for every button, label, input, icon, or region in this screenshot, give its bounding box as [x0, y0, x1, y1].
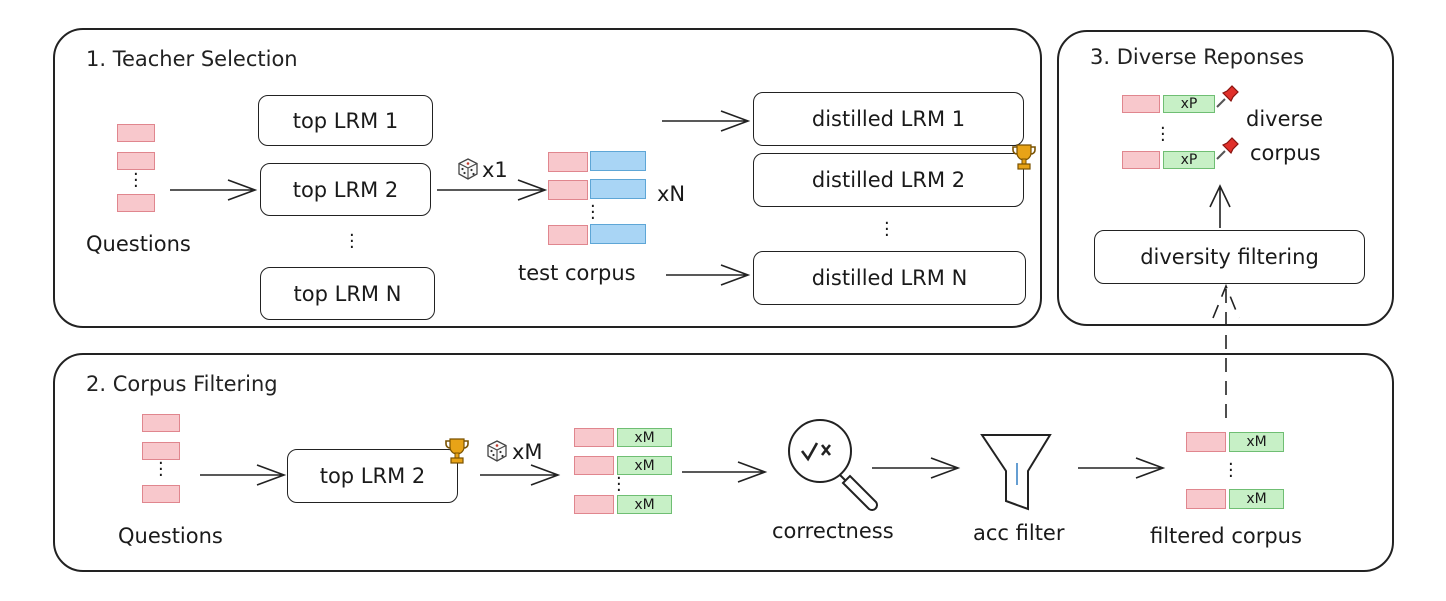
question-block	[574, 495, 614, 514]
question-block	[1186, 432, 1226, 452]
trophy-icon	[1012, 144, 1036, 170]
dice-icon	[487, 440, 507, 462]
vertical-ellipsis: ···	[1228, 454, 1234, 487]
response-block	[590, 179, 646, 199]
dice-icon	[458, 158, 478, 180]
question-block	[117, 194, 155, 212]
questions-label: Questions	[118, 524, 223, 548]
question-block	[117, 152, 155, 170]
question-block	[1186, 489, 1226, 509]
arrow-questions-to-lrm2	[170, 179, 258, 201]
question-block	[548, 180, 588, 200]
sample-multiplier-label: x1	[482, 158, 508, 182]
filtered-corpus-label: filtered corpus	[1150, 524, 1302, 548]
acc-filter-label: acc filter	[973, 521, 1065, 545]
vertical-ellipsis: ···	[884, 213, 890, 246]
vertical-ellipsis: ···	[1160, 118, 1166, 151]
question-block	[117, 124, 155, 142]
pushpin-icon	[1216, 85, 1239, 108]
dashed-arrow-filtered-to-diversity	[1212, 283, 1240, 418]
panel-title-corpus-filtering: 2. Corpus Filtering	[86, 372, 278, 396]
vertical-ellipsis: ···	[349, 225, 355, 258]
distilled-lrm-n-node: distilled LRM N	[753, 251, 1026, 305]
test-corpus-label: test corpus	[518, 261, 636, 285]
vertical-ellipsis: ···	[133, 164, 139, 197]
funnel-icon	[980, 434, 1052, 511]
response-block: xM	[617, 428, 672, 447]
vertical-ellipsis: ···	[616, 468, 622, 501]
arrow-acc-to-filtered	[1078, 457, 1166, 479]
correctness-label: correctness	[772, 519, 894, 543]
response-block: xM	[1229, 432, 1284, 452]
vertical-ellipsis: ···	[158, 453, 164, 486]
trophy-icon	[445, 438, 469, 464]
top-lrm-2-node: top LRM 2	[260, 163, 431, 216]
top-lrm-2-node: top LRM 2	[287, 449, 458, 503]
response-block: xM	[1229, 489, 1284, 509]
arrow-model-to-responses	[480, 464, 561, 486]
response-block: xM	[617, 495, 672, 514]
arrow-to-distilled-1	[662, 110, 751, 132]
top-lrm-n-node: top LRM N	[260, 267, 435, 320]
panel-diverse-responses	[1057, 30, 1394, 326]
question-block	[1122, 151, 1160, 169]
question-block	[548, 225, 588, 245]
response-block: xM	[617, 456, 672, 475]
arrow-correctness-to-acc	[872, 457, 961, 479]
panel-corpus-filtering	[53, 353, 1394, 572]
arrow-responses-to-correctness	[682, 461, 768, 483]
arrow-filter-to-diverse-corpus	[1209, 184, 1231, 228]
response-block	[590, 151, 646, 171]
arrow-lrm2-to-test-corpus	[437, 179, 548, 201]
response-block: xP	[1163, 95, 1215, 113]
corpus-multiplier-label: xN	[657, 182, 686, 206]
distilled-lrm-2-node: distilled LRM 2	[753, 153, 1024, 207]
top-lrm-1-node: top LRM 1	[258, 95, 433, 146]
diverse-corpus-label-line2: corpus	[1250, 141, 1321, 165]
question-block	[1122, 95, 1160, 113]
question-block	[548, 152, 588, 172]
response-block	[590, 224, 646, 244]
arrow-questions-to-model	[200, 464, 287, 486]
vertical-ellipsis: ···	[590, 196, 596, 229]
question-block	[142, 442, 180, 460]
response-block: xP	[1163, 151, 1215, 169]
magnifier-icon	[788, 419, 878, 511]
question-block	[574, 456, 614, 475]
diverse-corpus-label-line1: diverse	[1246, 107, 1324, 131]
question-block	[142, 485, 180, 503]
pushpin-icon	[1216, 137, 1239, 160]
panel-title-diverse-responses: 3. Diverse Reponses	[1090, 45, 1305, 69]
question-block	[142, 414, 180, 432]
question-block	[574, 428, 614, 447]
panel-teacher-selection	[53, 28, 1042, 328]
diversity-filtering-node: diversity filtering	[1094, 230, 1365, 284]
sample-multiplier-label: xM	[512, 440, 543, 464]
arrow-to-distilled-n	[666, 264, 751, 286]
panel-title-teacher-selection: 1. Teacher Selection	[86, 47, 298, 71]
questions-label: Questions	[86, 232, 191, 256]
distilled-lrm-1-node: distilled LRM 1	[753, 92, 1024, 146]
